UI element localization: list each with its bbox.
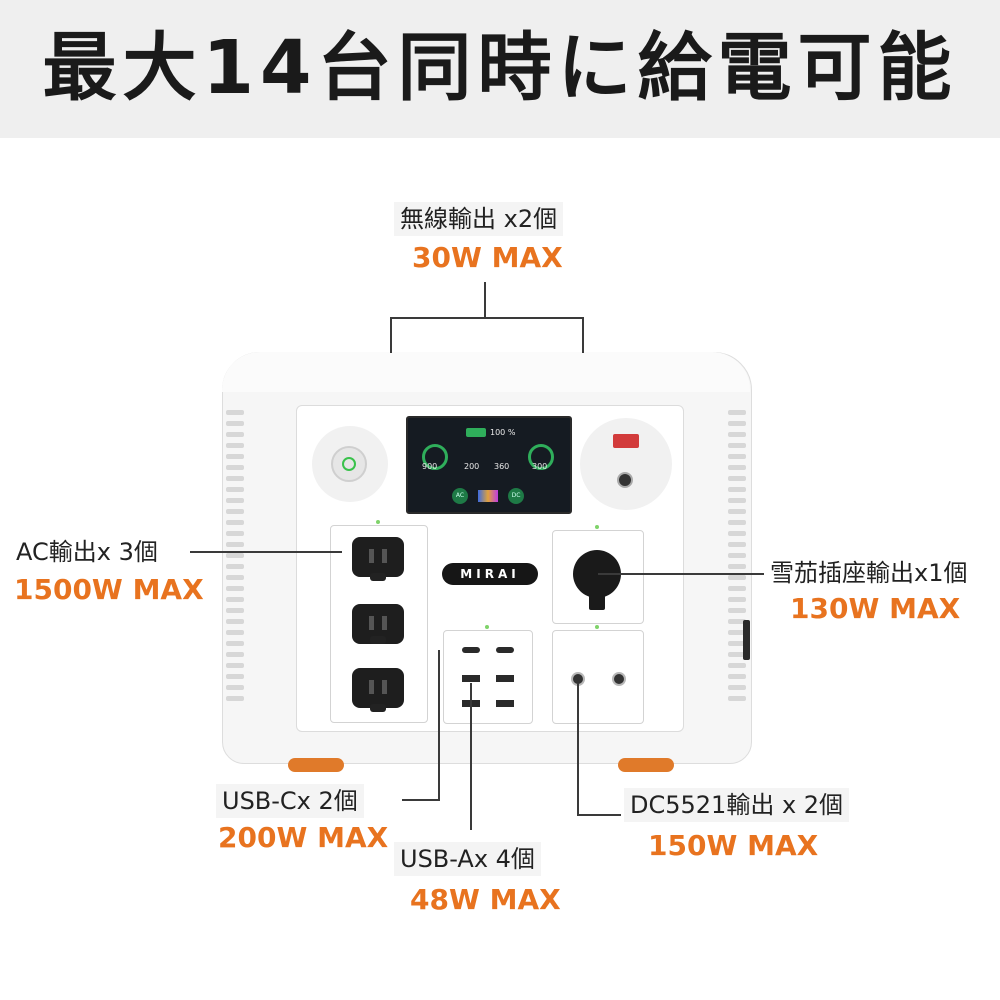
page-title: 最大14台同時に給電可能 [42, 25, 958, 111]
screen-ac-chip: AC [452, 488, 468, 504]
device-handle [222, 352, 750, 392]
usb-panel [443, 630, 533, 724]
callout-line [438, 650, 440, 800]
power-icon [342, 457, 356, 471]
usb-a-port [496, 700, 514, 707]
dc-panel [552, 630, 644, 724]
gauge-icon [422, 444, 448, 470]
callout-line [582, 317, 584, 353]
indicator-led [485, 625, 489, 629]
dc-label: DC5521輸出 x 2個 [624, 788, 850, 822]
callout-line [390, 317, 584, 319]
gauge-icon [528, 444, 554, 470]
device-foot [288, 758, 344, 772]
indicator-led [376, 520, 380, 524]
device-foot [618, 758, 674, 772]
callout-line [402, 799, 440, 801]
title-banner [0, 0, 1000, 138]
wireless-max: 30W MAX [412, 241, 563, 274]
wireless-label: 無線輸出 x2個 [394, 202, 564, 236]
usbc-label: USB-Cx 2個 [216, 784, 364, 818]
usba-label: USB-Ax 4個 [394, 842, 541, 876]
input-port [613, 434, 639, 448]
indicator-led [595, 525, 599, 529]
screen-value: 300 [532, 462, 548, 471]
input-jack [617, 472, 633, 488]
dc-port [612, 672, 626, 686]
screen-percent: 100 [490, 428, 506, 437]
ac-label: AC輸出x 3個 [16, 538, 158, 566]
screen-dc-chip: DC [508, 488, 524, 504]
brand-logo: MIRAI [442, 563, 538, 585]
screen-value: 900 [422, 462, 438, 471]
ac-socket [352, 537, 404, 577]
side-port [743, 620, 750, 660]
ac-max: 1500W MAX [14, 573, 204, 606]
screen-grid-icon [478, 490, 498, 502]
screen-value: 360 [494, 462, 510, 471]
input-port-surround [580, 418, 672, 510]
cigar-label: 雪茄插座輸出x1個 [770, 559, 968, 587]
dc-max: 150W MAX [648, 829, 819, 862]
usba-max: 48W MAX [410, 883, 561, 916]
callout-line [598, 573, 764, 575]
callout-line [484, 282, 486, 318]
power-button [331, 446, 367, 482]
callout-line [577, 814, 621, 816]
ac-socket [352, 668, 404, 708]
indicator-led [595, 625, 599, 629]
usb-c-port [496, 647, 514, 653]
cigar-max: 130W MAX [790, 592, 961, 625]
callout-line [470, 683, 472, 830]
screen-value: 200 [464, 462, 480, 471]
left-vent [226, 410, 244, 707]
usb-c-port [462, 647, 480, 653]
lcd-screen: 100 % 900 200 360 300 AC DC [406, 416, 572, 514]
callout-line [190, 551, 342, 553]
usb-a-port [462, 675, 480, 682]
battery-icon [466, 428, 486, 437]
usb-a-port [496, 675, 514, 682]
callout-line [577, 683, 579, 815]
usbc-max: 200W MAX [218, 821, 389, 854]
callout-line [390, 317, 392, 353]
right-vent [728, 410, 746, 707]
